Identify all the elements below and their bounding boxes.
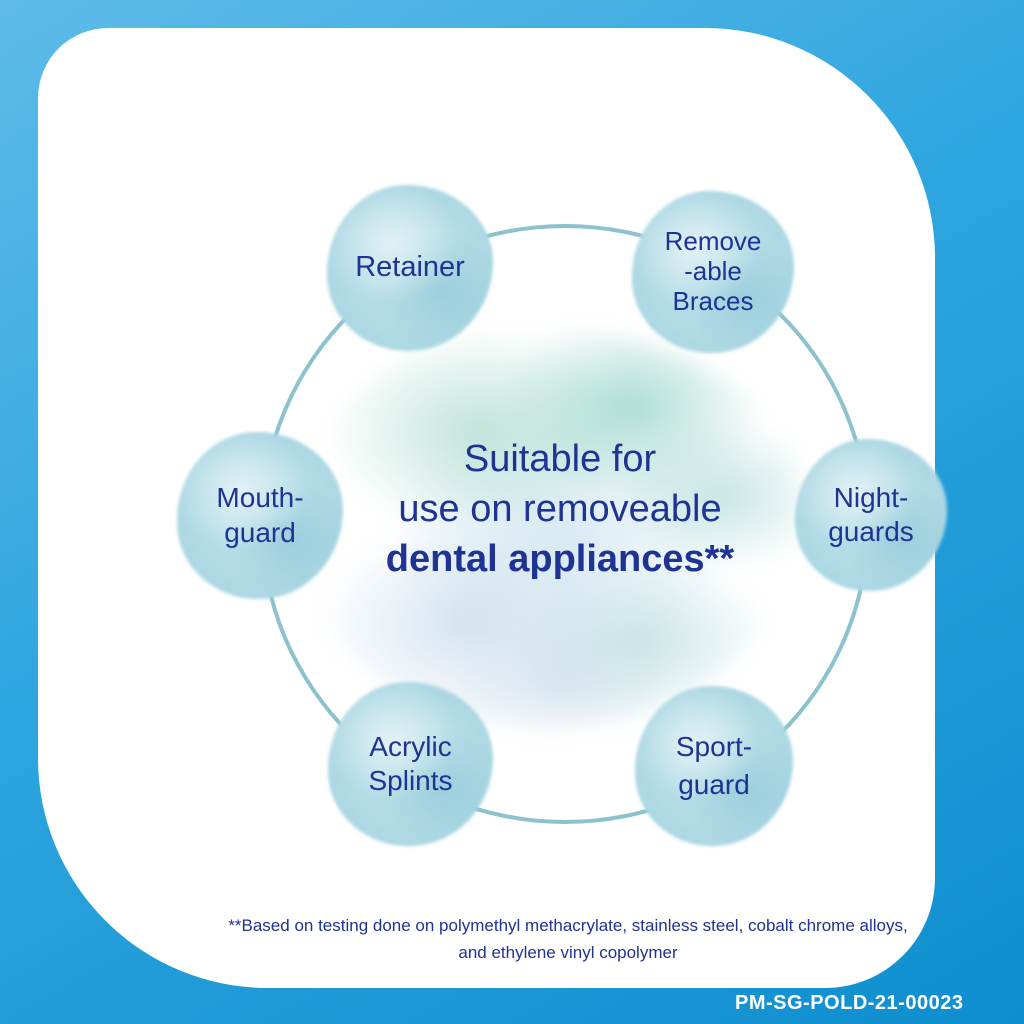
node-label-sportguard: Sport- guard xyxy=(675,731,753,800)
node-label-removeable-braces: Remove -able Braces xyxy=(664,226,762,316)
footnote-line-1: **Based on testing done on polymethyl me… xyxy=(228,916,908,935)
diagram-node-removeable-braces: Remove -able Braces xyxy=(632,191,794,353)
diagram-node-acrylic-splints: Acrylic Splints xyxy=(328,682,493,846)
watercolor-circle xyxy=(328,682,493,846)
center-claim-line-3: dental appliances** xyxy=(385,538,735,580)
node-label-acrylic-splints: Acrylic Splints xyxy=(368,730,453,796)
watercolor-splash xyxy=(296,326,804,730)
node-label-mouthguard: Mouth- guard xyxy=(216,482,304,548)
watercolor-circle xyxy=(632,191,794,353)
node-label-nightguards: Night- guards xyxy=(828,481,914,547)
diagram-node-retainer: Retainer xyxy=(327,185,493,351)
node-label-retainer: Retainer xyxy=(355,251,465,284)
diagram-node-mouthguard: Mouth- guard xyxy=(177,432,343,599)
watercolor-circle xyxy=(177,432,343,599)
product-code: PM-SG-POLD-21-00023 xyxy=(735,992,964,1014)
watercolor-circle xyxy=(327,185,493,351)
center-claim-line-1: Suitable for xyxy=(463,438,657,480)
white-card: Suitable for use on removeable dental ap… xyxy=(38,28,947,988)
diagram-node-sportguard: Sport- guard xyxy=(635,686,793,846)
watercolor-circle xyxy=(635,686,793,846)
watercolor-circle xyxy=(795,439,947,591)
center-claim-text: Suitable for use on removeable dental ap… xyxy=(290,434,830,584)
footnote: **Based on testing done on polymethyl me… xyxy=(118,912,1018,966)
footnote-line-2: and ethylene vinyl copolymer xyxy=(458,943,678,962)
diagram-node-nightguards: Night- guards xyxy=(795,439,947,591)
center-claim-line-2: use on removeable xyxy=(398,488,722,530)
